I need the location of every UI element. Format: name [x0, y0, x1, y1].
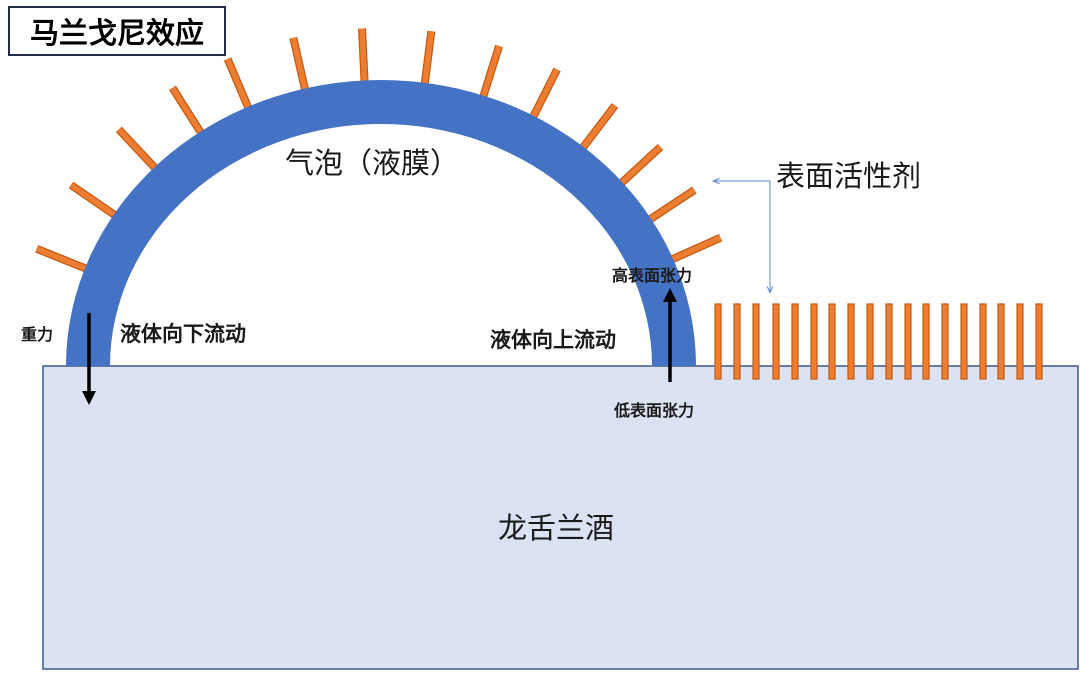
- surfactant-molecule: [922, 303, 930, 380]
- surface-surfactants: [714, 303, 1043, 380]
- surfactant-molecule: [772, 303, 780, 380]
- surfactant-molecule: [979, 303, 987, 380]
- flow-down-label: 液体向下流动: [120, 322, 246, 346]
- surfactant-molecule: [828, 303, 836, 380]
- surfactant-molecule: [1035, 303, 1043, 380]
- surfactant-molecule: [941, 303, 949, 380]
- surfactant-molecule: [847, 303, 855, 380]
- surfactant-molecule: [810, 303, 818, 380]
- bubble-film: [66, 80, 696, 366]
- flow-up-label: 液体向上流动: [490, 328, 616, 352]
- surfactant-label: 表面活性剂: [776, 159, 922, 193]
- low-tension-label: 低表面张力: [614, 401, 695, 420]
- surfactant-molecule: [997, 303, 1005, 380]
- surfactant-molecule: [791, 303, 799, 380]
- high-tension-label: 高表面张力: [612, 266, 693, 285]
- surfactant-pointer: [714, 181, 770, 292]
- surfactant-molecule: [733, 303, 741, 380]
- diagram-title: 马兰戈尼效应: [8, 6, 226, 56]
- surfactant-molecule: [1016, 303, 1024, 380]
- liquid-label: 龙舌兰酒: [498, 511, 615, 545]
- surfactant-molecule: [960, 303, 968, 380]
- surfactant-molecule: [904, 303, 912, 380]
- surfactant-molecule: [714, 303, 722, 380]
- surfactant-molecule: [752, 303, 760, 380]
- gravity-label: 重力: [21, 325, 54, 344]
- surfactant-molecule: [885, 303, 893, 380]
- liquid-body: [42, 365, 1079, 670]
- surfactant-molecule: [866, 303, 874, 380]
- bubble-label: 气泡（液膜）: [285, 146, 460, 180]
